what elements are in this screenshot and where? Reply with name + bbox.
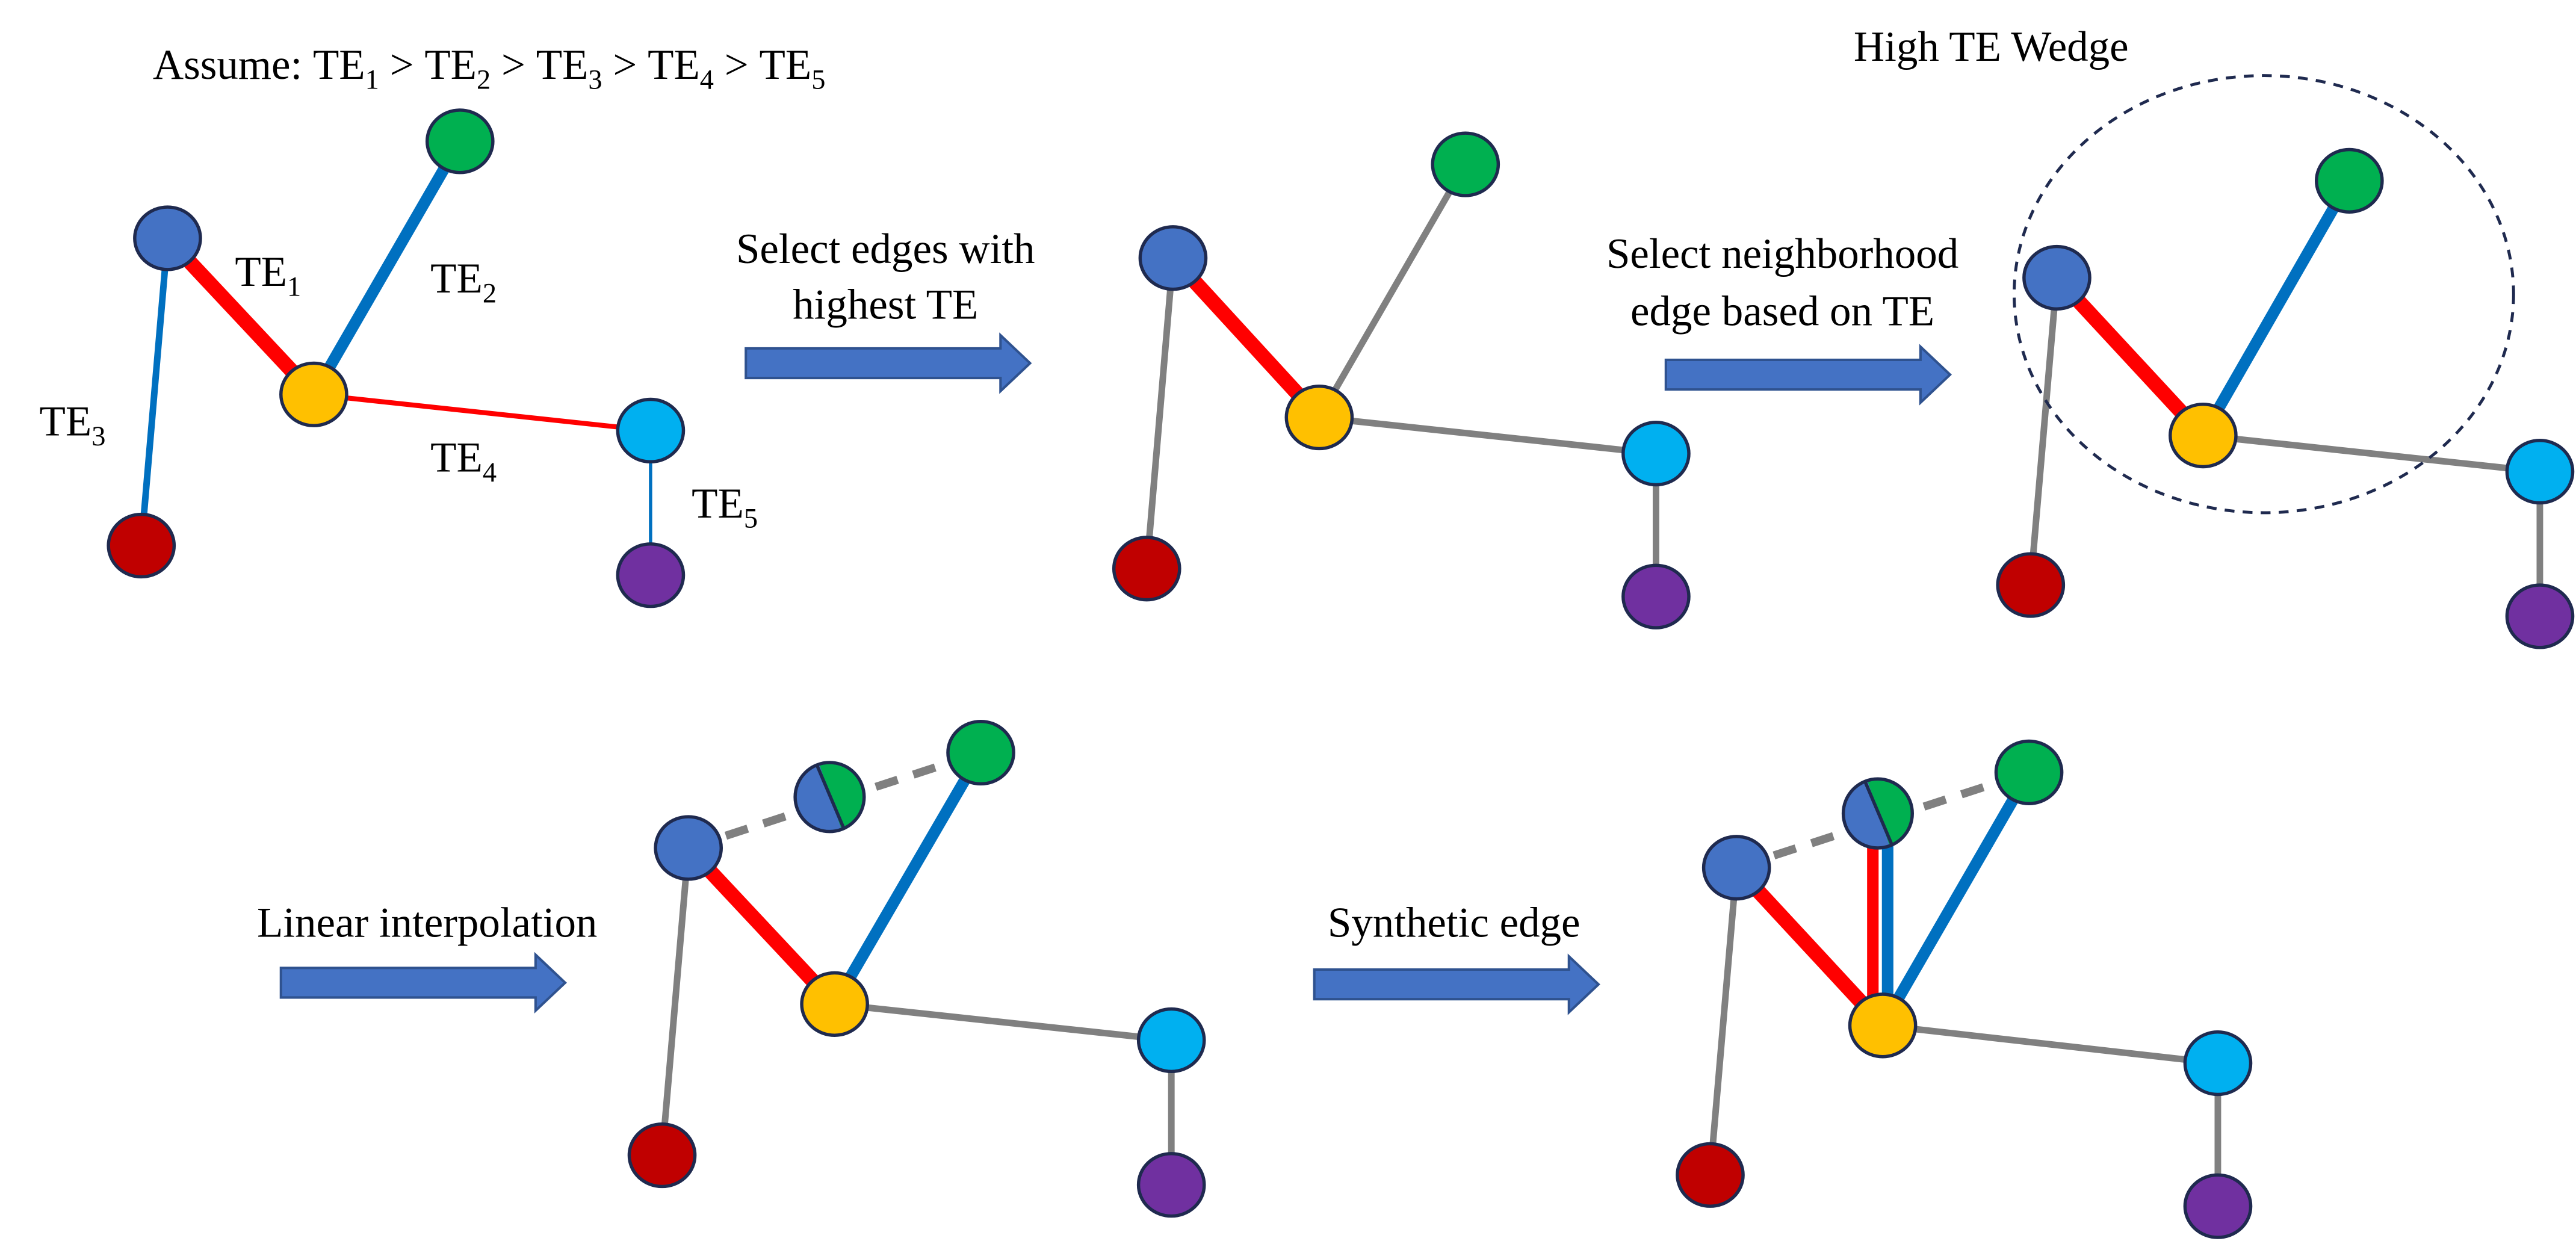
node-blue xyxy=(654,815,723,881)
edge-gray-yellow-cyan xyxy=(2202,432,2540,475)
node-red xyxy=(627,1122,697,1189)
node-cyan xyxy=(2505,439,2575,505)
edge-wedge-red xyxy=(2051,273,2209,441)
label-te4: TE4 xyxy=(430,435,497,488)
label-te3: TE3 xyxy=(40,398,106,452)
node-interpolated-divider xyxy=(1863,779,1895,847)
node-yellow xyxy=(1848,992,1918,1059)
edge-wedge-blue xyxy=(2198,178,2355,439)
node-green xyxy=(1431,131,1500,197)
node-blue xyxy=(2022,244,2091,311)
arrow-right-icon xyxy=(745,332,1032,394)
node-cyan xyxy=(1136,1007,1206,1074)
edge-gray-blue-red xyxy=(1707,867,1740,1175)
node-interpolated xyxy=(795,762,864,832)
edge-highest-te xyxy=(1167,253,1325,422)
edge-wedge-red xyxy=(683,843,840,1009)
panel-original-graph: Assume: TE1 > TE2 > TE3 > TE4 > TE5 TE1 … xyxy=(40,42,826,608)
step-select-edges-line1: Select edges with xyxy=(736,226,1035,273)
node-red xyxy=(1112,536,1181,602)
wedge-boundary-circle xyxy=(2013,74,2515,515)
step-select-edges: Select edges with highest TE xyxy=(736,226,1035,394)
arrow-right-icon xyxy=(1664,344,1952,406)
edge-gray-yellow-cyan xyxy=(1319,414,1657,457)
edge-te3 xyxy=(138,238,171,546)
high-te-wedge-label: High TE Wedge xyxy=(1854,23,2129,70)
panel-synthetic-edge xyxy=(1676,739,2253,1239)
node-green xyxy=(2314,147,2384,214)
node-interpolated-divider xyxy=(815,763,846,831)
node-yellow xyxy=(1284,384,1354,451)
node-green xyxy=(1994,739,2064,805)
edge-te4 xyxy=(313,392,651,433)
node-yellow xyxy=(800,971,869,1037)
node-blue xyxy=(1701,835,1771,901)
node-interpolated-outline xyxy=(793,761,866,834)
node-interpolated-outline xyxy=(1841,777,1914,850)
panel-high-te-wedge: High TE Wedge xyxy=(1854,23,2575,649)
node-cyan xyxy=(616,397,686,464)
panel-linear-interpolation xyxy=(627,719,1206,1218)
node-purple xyxy=(616,542,686,608)
step-synthetic-edge-label: Synthetic edge xyxy=(1328,899,1581,946)
node-green xyxy=(425,108,495,175)
node-cyan xyxy=(2183,1030,2253,1097)
step-select-neighborhood-line1: Select neighborhood xyxy=(1606,231,1958,277)
step-synthetic-edge: Synthetic edge xyxy=(1313,899,1600,1015)
node-purple xyxy=(2183,1173,2253,1239)
node-red xyxy=(107,512,176,579)
node-purple xyxy=(1136,1152,1206,1218)
edge-gray-yellow-cyan xyxy=(1882,1022,2218,1067)
label-te1: TE1 xyxy=(235,249,301,302)
step-select-edges-line2: highest TE xyxy=(793,282,978,329)
arrow-right-icon xyxy=(1313,953,1600,1015)
node-yellow xyxy=(279,361,348,427)
node-purple xyxy=(1621,563,1691,630)
node-red xyxy=(1996,552,2066,618)
edge-te2 xyxy=(309,138,465,398)
edge-gray-blue-red xyxy=(1143,258,1177,569)
node-purple xyxy=(2505,583,2575,649)
label-te5: TE5 xyxy=(692,480,758,534)
edge-dashed-interpolation xyxy=(1735,768,2031,872)
step-linear-interpolation-label: Linear interpolation xyxy=(257,899,597,946)
node-blue xyxy=(1138,225,1208,291)
label-te2: TE2 xyxy=(430,255,497,309)
edge-wedge-red xyxy=(1731,862,1889,1031)
panel-selected-edges xyxy=(1112,131,1691,630)
step-linear-interpolation: Linear interpolation xyxy=(257,899,597,1014)
edge-wedge-blue xyxy=(1877,769,2034,1029)
step-select-neighborhood-line2: edge based on TE xyxy=(1630,288,1934,335)
step-select-neighborhood: Select neighborhood edge based on TE xyxy=(1606,231,1958,406)
edge-gray-yellow-cyan xyxy=(834,1000,1172,1044)
assumption-text: Assume: TE1 > TE2 > TE3 > TE4 > TE5 xyxy=(153,42,826,95)
edge-gray-blue-red xyxy=(658,847,692,1156)
edge-te1 xyxy=(162,233,320,400)
arrow-right-icon xyxy=(279,952,567,1014)
edge-wedge-blue xyxy=(829,749,986,1007)
node-red xyxy=(1676,1142,1745,1208)
node-green xyxy=(946,719,1015,786)
node-yellow xyxy=(2169,402,2238,469)
edge-dashed-interpolation xyxy=(687,749,982,852)
node-cyan xyxy=(1621,421,1691,487)
node-blue xyxy=(133,205,202,271)
edge-gray-blue-red xyxy=(2027,277,2060,586)
edge-gray-yellow-green xyxy=(1316,162,1469,419)
